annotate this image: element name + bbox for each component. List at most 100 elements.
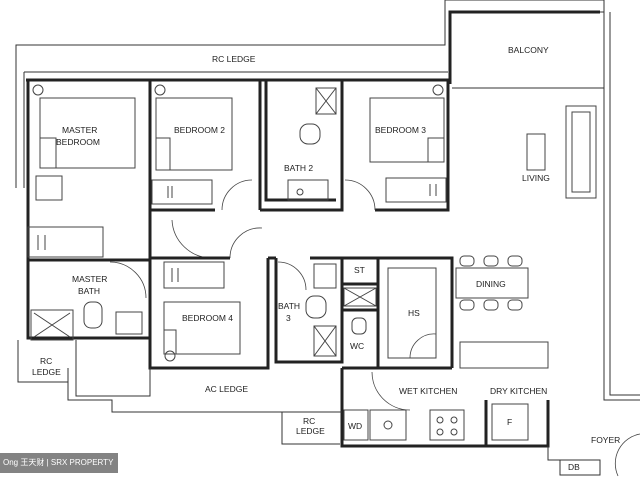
bedroom4-bed [163,301,241,355]
label-rc-ledge-top: RC LEDGE [212,54,256,64]
master-bath-basin [115,311,143,335]
kitchen-wall [340,368,550,448]
bedroom4-pillow [164,329,177,354]
balcony-railing [448,10,600,84]
label-bath3-2: 3 [286,313,291,323]
bedroom3-bed [369,97,445,163]
bath2-toilet [299,123,321,145]
label-foyer: FOYER [591,435,620,445]
dining-chair [459,255,475,267]
label-rc-ledge-bottom: RC [303,416,315,426]
bedroom4-door-swing [229,227,263,259]
master-wardrobe [27,226,104,258]
rc-ledge-bottom-outline [281,412,340,445]
bedroom3-wall [342,78,450,212]
st-washer-cross [343,287,377,307]
label-rc-ledge-left-2: LEDGE [32,367,61,377]
bedroom2-door-swing [221,179,253,211]
living-coffee-table [526,133,546,171]
bedroom3-wardrobe [385,177,447,203]
label-rc-ledge-bottom-2: LEDGE [296,426,325,436]
master-bath-shower [30,309,74,341]
master-bath-shower-cross [33,312,71,338]
bath3-shower [313,325,337,357]
bath3-shower-cross [313,325,337,357]
wet-kitchen-hob [429,409,465,441]
label-hs: HS [408,308,420,318]
dining-chair [507,255,523,267]
bedroom4-lamp-icon [164,350,176,362]
bedroom2-lamp-icon [154,84,166,96]
dining-chair [483,299,499,311]
burner-icon [436,428,444,436]
label-ac-ledge: AC LEDGE [205,384,248,394]
master-wardrobe-hangers [37,235,46,250]
label-st: ST [354,265,365,275]
bath2-drain-icon [296,188,304,196]
label-wc: WC [350,341,364,351]
bedroom2-wardrobe [151,179,213,205]
wet-kitchen-sink [369,409,407,441]
dining-chair [507,299,523,311]
bath3-door-swing [277,261,307,291]
label-master-bedroom-2: BEDROOM [56,137,100,147]
master-bedroom-wall [28,78,152,262]
kitchen-door-swing [371,371,411,411]
master-bed [39,97,136,169]
dining-table [455,267,529,299]
label-wet-kitchen: WET KITCHEN [399,386,457,396]
living-sofa [565,105,597,199]
hs-door-swing [409,333,437,359]
watermark-banner: Ong 王天财 | SRX PROPERTY [0,453,118,473]
label-dry-kitchen: DRY KITCHEN [490,386,547,396]
dining-chair [459,299,475,311]
sink-drain-icon [383,420,393,430]
label-bedroom2: BEDROOM 2 [174,125,225,135]
burner-icon [436,416,444,424]
wd-unit [343,409,369,441]
bedroom2-hangers [167,186,173,198]
label-bath3: BATH [278,301,300,311]
bath3-wall [268,256,344,364]
bedroom2-wall [148,80,262,212]
label-master-bedroom: MASTER [62,125,97,135]
bath3-toilet [305,295,327,319]
label-bedroom3: BEDROOM 3 [375,125,426,135]
fridge [491,403,529,441]
label-bedroom4: BEDROOM 4 [182,313,233,323]
bedroom2-bed [155,97,233,171]
bath3-basin [313,263,337,289]
service-wall [342,256,454,370]
master-lamp-icon [32,84,44,96]
bedroom3-door-swing [344,179,376,211]
label-wd: WD [348,421,362,431]
bedroom4-wardrobe [163,261,225,289]
rc-ledge-top-outline [15,0,448,188]
label-master-bath-2: BATH [78,286,100,296]
corridor-door-swing [171,219,213,259]
label-fridge: F [507,417,512,427]
living-sofa-seat [571,111,591,193]
dining-chair [483,255,499,267]
ac-ledge-outline [67,340,342,413]
label-living: LIVING [522,173,550,183]
label-rc-ledge-left: RC [40,356,52,366]
label-dining: DINING [476,279,506,289]
bath2-basin [287,179,329,201]
burner-icon [450,428,458,436]
master-bath-door-swing [109,261,147,299]
master-bath-wall [26,260,152,340]
master-bed-pillow [40,137,57,168]
bath2-shower-cross [315,87,337,115]
bedroom4-hangers [171,268,179,282]
bath2-shower [315,87,337,115]
bedroom4-wall [148,256,270,370]
foyer-door-swing [614,433,640,477]
bedroom2-pillow [156,137,171,170]
master-bath-toilet [83,301,103,329]
st-washer [343,287,377,307]
wc-toilet [351,317,367,335]
rc-ledge-left-outline [17,340,68,383]
bedroom3-lamp-icon [432,84,444,96]
